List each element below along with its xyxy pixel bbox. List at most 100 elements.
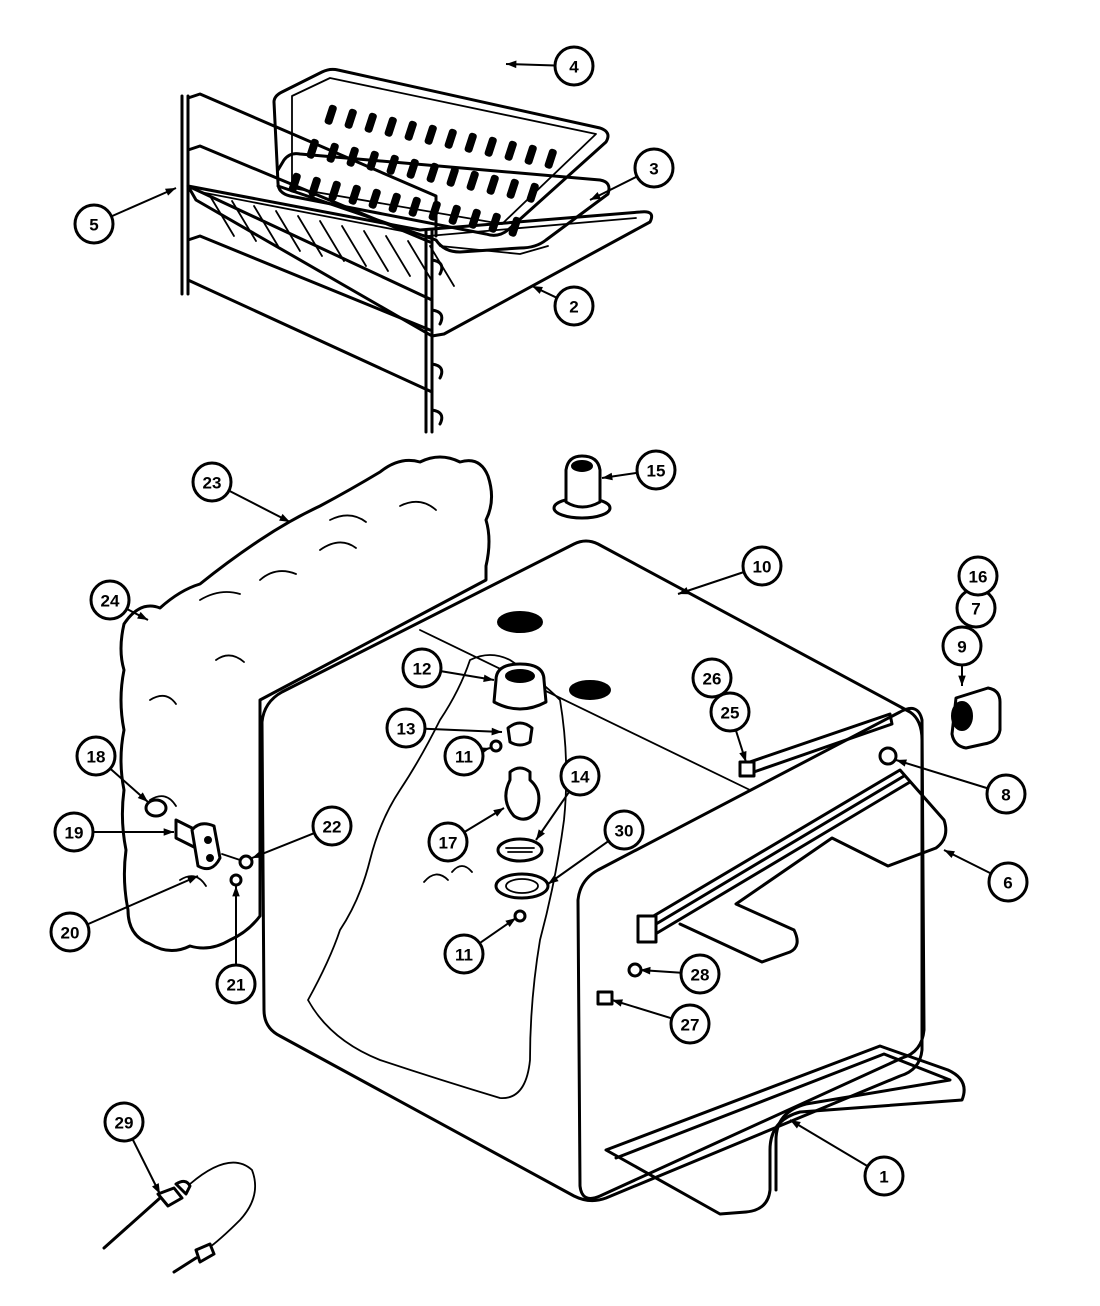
callout-circle: [553, 45, 595, 87]
screw-hardware: [596, 962, 643, 1006]
oven-light-assembly: [489, 662, 550, 923]
callout-number: 14: [571, 768, 590, 787]
callout-circle: [443, 735, 485, 777]
callout-circle: [987, 861, 1029, 903]
pan-slot: [344, 108, 357, 129]
callout-circle: [679, 953, 721, 995]
callout-26: 26: [691, 657, 733, 699]
callout-circle: [741, 545, 783, 587]
callout-number: 11: [455, 946, 473, 965]
callout-5: 5: [73, 203, 115, 245]
pan-slot: [506, 178, 519, 199]
callout-circle: [103, 1101, 145, 1143]
callout-circle: [53, 811, 95, 853]
callout-number: 17: [439, 834, 458, 853]
pan-slot: [384, 116, 397, 137]
callout-arrowhead: [678, 587, 689, 595]
callout-leader-line: [789, 1119, 869, 1168]
rack-bar: [385, 235, 411, 277]
pan-slot: [526, 182, 539, 203]
callout-11: 11: [443, 735, 485, 777]
callout-leader-line: [611, 999, 673, 1020]
callout-30: 30: [603, 809, 645, 851]
callout-arrowhead: [152, 1183, 160, 1194]
callout-circle: [957, 555, 999, 597]
callout-number: 9: [957, 638, 966, 657]
pan-slot: [524, 144, 537, 165]
pan-slot: [324, 104, 337, 125]
oven-rack: [186, 184, 654, 338]
callout-18: 18: [75, 735, 117, 777]
callout-11: 11: [443, 933, 485, 975]
callout-8: 8: [985, 773, 1027, 815]
temperature-sensor-mount: [144, 798, 254, 887]
pan-slot: [328, 180, 341, 201]
callout-circle: [553, 285, 595, 327]
callout-number: 27: [681, 1016, 700, 1035]
callout-number: 23: [203, 474, 222, 493]
callout-arrowhead: [137, 611, 148, 620]
callout-28: 28: [679, 953, 721, 995]
callout-number: 30: [615, 822, 634, 841]
callout-leader-line: [424, 727, 503, 733]
callout-number: 13: [397, 720, 416, 739]
callout-arrowhead: [506, 60, 517, 69]
callout-leader-line: [87, 875, 199, 926]
callout-arrowhead: [602, 472, 613, 481]
callout-25: 25: [709, 691, 751, 733]
callout-circle: [311, 805, 353, 847]
oven-vent: [552, 454, 612, 520]
callout-14: 14: [559, 755, 601, 797]
pan-slot: [444, 128, 457, 149]
callout-circle: [443, 933, 485, 975]
callout-number: 4: [569, 58, 579, 77]
callout-16: 16: [957, 555, 999, 597]
callout-15: 15: [635, 449, 677, 491]
callout-number: 19: [65, 824, 84, 843]
callout-circle: [603, 809, 645, 851]
callout-number: 12: [413, 660, 432, 679]
callout-circle: [559, 755, 601, 797]
oven-switch: [950, 686, 1002, 750]
callout-2: 2: [553, 285, 595, 327]
callout-circle: [669, 1003, 711, 1045]
callout-number: 24: [101, 592, 120, 611]
callout-arrowhead: [790, 1120, 801, 1129]
oven-cavity: [260, 539, 926, 1203]
bake-element: [604, 1044, 966, 1216]
callout-number: 10: [753, 558, 772, 577]
oven-side-trim: [738, 712, 894, 778]
callout-number: 25: [721, 704, 740, 723]
callout-number: 7: [971, 600, 980, 619]
pan-slot: [446, 166, 459, 187]
callout-6: 6: [987, 861, 1029, 903]
callout-20: 20: [49, 911, 91, 953]
callout-arrowhead: [640, 966, 651, 975]
pan-slot: [368, 188, 381, 209]
callout-10: 10: [741, 545, 783, 587]
rack-bar: [209, 195, 235, 237]
pan-slot: [426, 162, 439, 183]
callout-1: 1: [863, 1155, 905, 1197]
callout-number: 28: [691, 966, 710, 985]
callout-number: 15: [647, 462, 666, 481]
meat-probe: [102, 1161, 256, 1274]
callout-arrowhead: [232, 886, 240, 897]
pan-slot: [544, 148, 557, 169]
callout-number: 6: [1003, 874, 1012, 893]
pan-slot: [364, 112, 377, 133]
pan-slot: [504, 140, 517, 161]
pan-slot: [468, 208, 481, 229]
callout-arrowhead: [279, 513, 290, 522]
callout-leader-line: [228, 489, 291, 523]
callout-22: 22: [311, 805, 353, 847]
callout-circle: [863, 1155, 905, 1197]
pan-slot: [348, 184, 361, 205]
callout-arrowhead: [491, 727, 502, 736]
callout-17: 17: [427, 821, 469, 863]
callout-13: 13: [385, 707, 427, 749]
callout-number: 8: [1001, 786, 1010, 805]
callout-24: 24: [89, 579, 131, 621]
callout-circle: [191, 461, 233, 503]
callout-arrowhead: [137, 792, 148, 802]
